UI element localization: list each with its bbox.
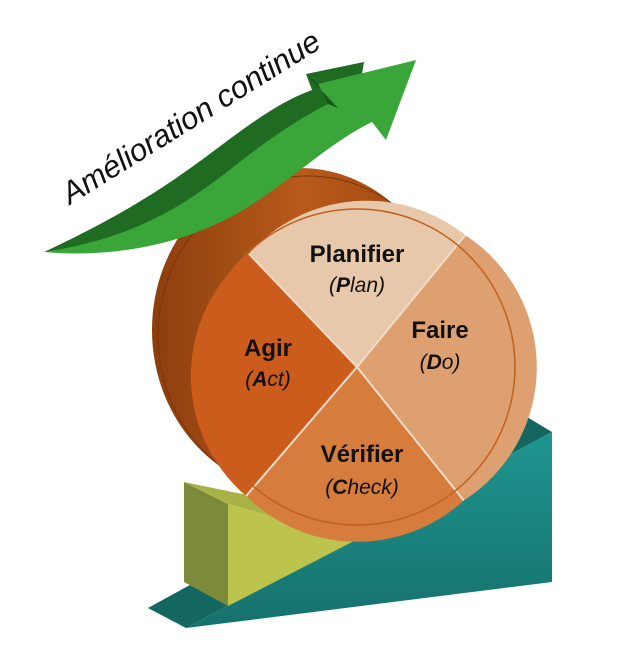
quadrant-check bbox=[246, 367, 464, 542]
label-plan-title: Planifier bbox=[310, 241, 405, 268]
divider-plan-act bbox=[248, 253, 358, 368]
label-do-sub: (Do) bbox=[420, 351, 461, 374]
label-check-title: Vérifier bbox=[321, 441, 404, 468]
arrow-light-band bbox=[44, 60, 416, 254]
arrow-dark-band bbox=[44, 62, 364, 252]
label-act-sub: (Act) bbox=[245, 368, 291, 391]
wedge-side-face bbox=[184, 482, 228, 606]
divider-plan-do bbox=[356, 234, 467, 368]
wheel-face-outline bbox=[198, 208, 516, 526]
arrow-head-shadow bbox=[306, 74, 338, 108]
quadrant-plan bbox=[248, 200, 466, 367]
wedge-front-face bbox=[228, 504, 356, 606]
quadrant-act bbox=[190, 253, 357, 496]
quadrant-labels: Planifier (Plan) Faire (Do) Vérifier (Ch… bbox=[244, 241, 469, 499]
divider-do-check bbox=[356, 366, 465, 502]
divider-check-act bbox=[245, 366, 358, 497]
label-plan-sub: (Plan) bbox=[329, 274, 385, 297]
wheel-face bbox=[190, 200, 537, 542]
label-check-sub: (Check) bbox=[325, 476, 399, 499]
label-do-title: Faire bbox=[411, 317, 468, 344]
quadrant-do bbox=[357, 235, 537, 501]
label-act-title: Agir bbox=[244, 335, 292, 362]
